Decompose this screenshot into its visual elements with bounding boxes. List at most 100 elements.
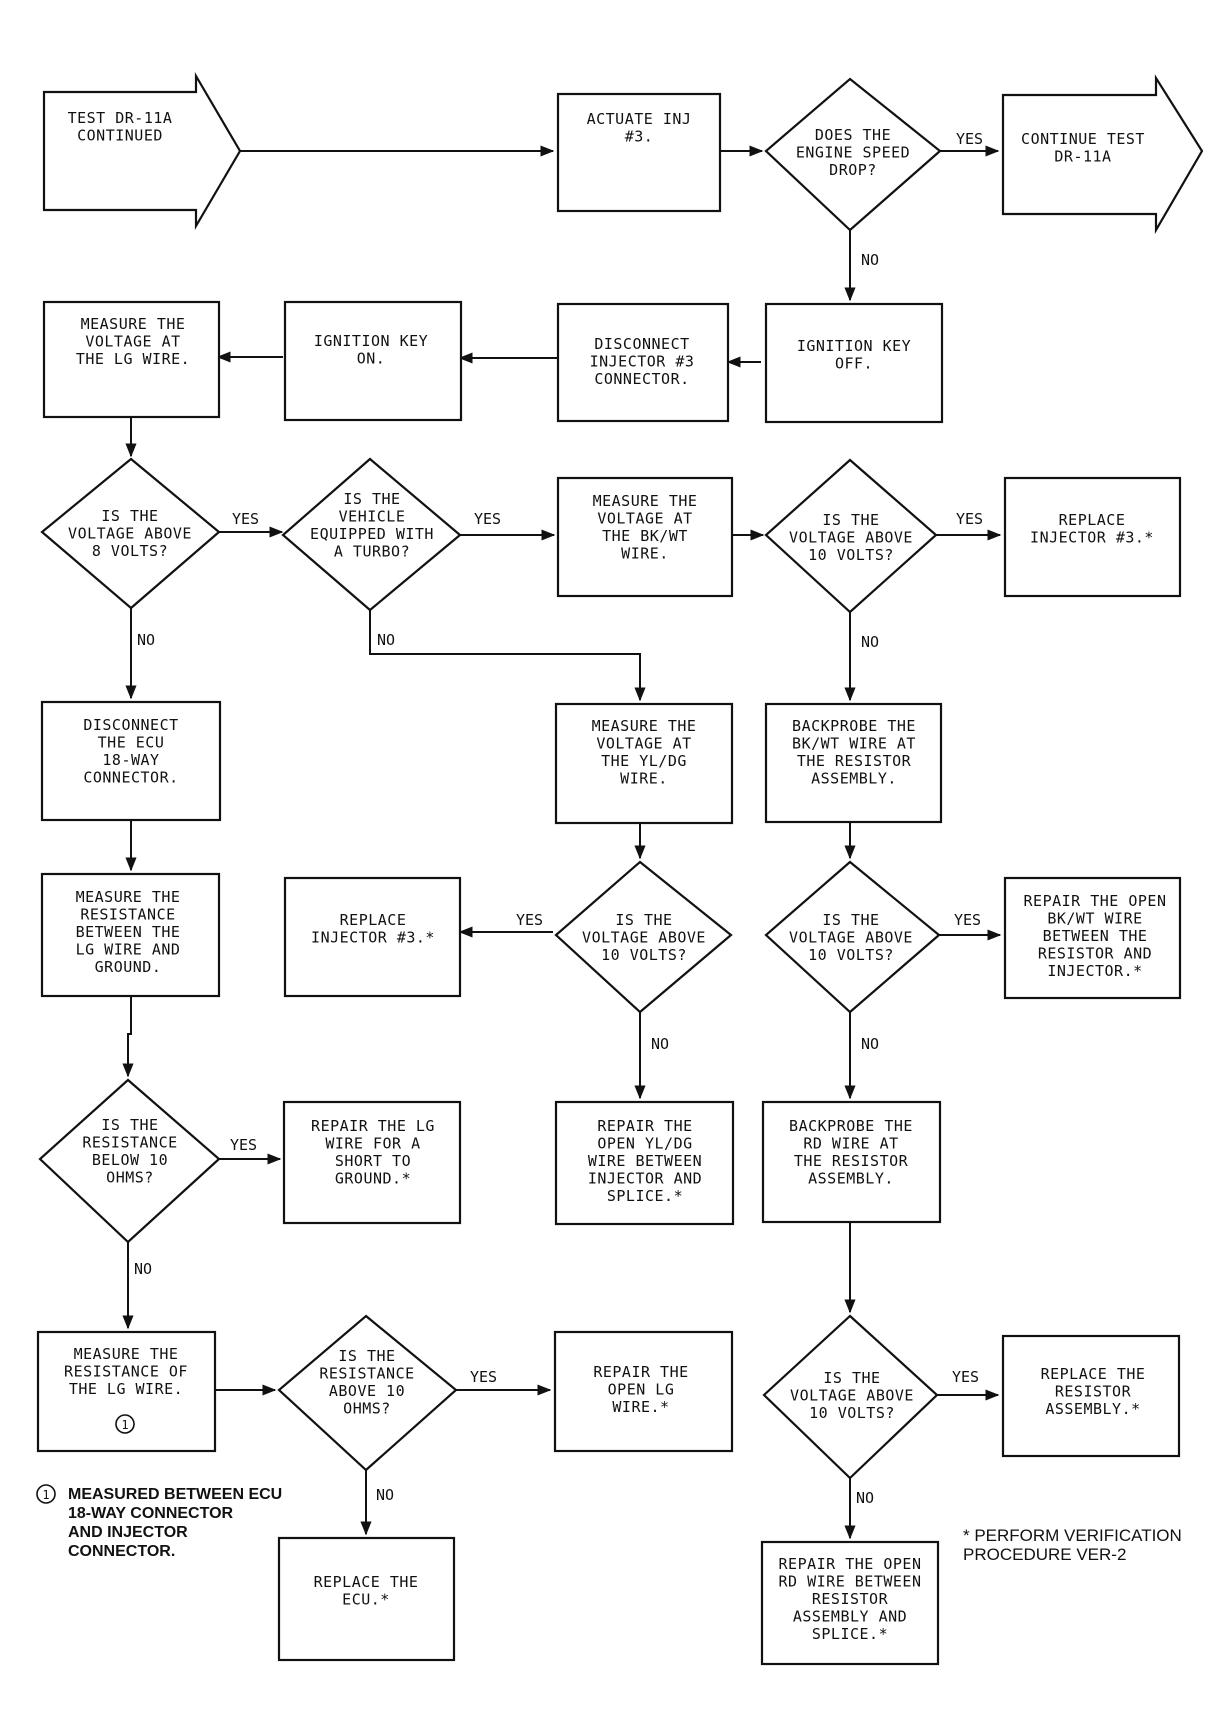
label-line: VOLTAGE ABOVE — [790, 1387, 914, 1405]
edge-labels: YES NO YES YES YES NO NO NO YES YES NO N… — [134, 130, 983, 1507]
label-line: VEHICLE — [339, 508, 406, 526]
repair-open-lg-box — [553, 1330, 734, 1453]
label-line: THE YL/DG — [601, 752, 687, 770]
label-line: BK/WT WIRE — [1047, 910, 1142, 928]
label-line: VOLTAGE ABOVE — [789, 529, 913, 547]
label-line: ACTUATE INJ — [587, 110, 692, 128]
label-line: THE LG WIRE. — [76, 350, 190, 368]
repair-rd-box — [760, 1540, 940, 1666]
label-line: SPLICE.* — [812, 1625, 888, 1643]
label-line: RD WIRE BETWEEN — [779, 1573, 922, 1591]
edge-label-yes: YES — [956, 130, 983, 148]
node-actuate: ACTUATE INJ#3. — [587, 110, 692, 146]
label-line: BELOW 10 — [92, 1151, 168, 1169]
label-line: IS THE — [343, 490, 400, 508]
label-line: LG WIRE AND — [76, 941, 181, 959]
edge-label-no: NO — [861, 1035, 879, 1053]
edge-label-yes: YES — [516, 911, 543, 929]
edge-label-yes: YES — [232, 510, 259, 528]
connectors — [122, 145, 1002, 1540]
label-line: DOES THE — [815, 126, 891, 144]
label-line: VOLTAGE AT — [597, 510, 692, 528]
speed-drop-diamond — [764, 77, 942, 232]
label-line: ECU.* — [342, 1591, 390, 1609]
edge-label-yes: YES — [230, 1136, 257, 1154]
label-line: MEASURE THE — [76, 888, 181, 906]
edge-label-yes: YES — [954, 911, 981, 929]
label-line: REPLACE THE — [314, 1573, 419, 1591]
label-line: A TURBO? — [334, 543, 410, 561]
edge-label-yes: YES — [956, 510, 983, 528]
label-line: VOLTAGE ABOVE — [582, 929, 706, 947]
below10-diamond — [38, 1078, 221, 1244]
footnote-marker-circle — [115, 1414, 135, 1434]
label-line: BETWEEN THE — [1043, 927, 1148, 945]
label-line: REPAIR THE OPEN — [779, 1555, 922, 1573]
label-line: TEST DR-11A — [68, 109, 173, 127]
label-line: RESISTOR AND — [1038, 945, 1152, 963]
label-line: IGNITION KEY — [797, 337, 911, 355]
above10b-diamond — [554, 860, 733, 1014]
footnote-circle — [36, 1484, 56, 1504]
label-line: IS THE — [822, 511, 879, 529]
above10d-diamond — [762, 1314, 939, 1480]
label-line: AND INJECTOR — [68, 1524, 188, 1541]
above10a-diamond — [764, 458, 938, 614]
label-line: IS THE — [101, 507, 158, 525]
label-line: THE ECU — [98, 734, 165, 752]
label-line: OFF. — [835, 355, 873, 373]
edge-label-no: NO — [376, 1486, 394, 1504]
edge-label-yes: YES — [952, 1368, 979, 1386]
label-line: RESISTOR — [1055, 1383, 1132, 1401]
label-line: ABOVE 10 — [329, 1382, 405, 1400]
label-line: WIRE. — [620, 770, 668, 788]
label-line: PROCEDURE VER-2 — [963, 1545, 1126, 1564]
label-line: BK/WT WIRE AT — [792, 735, 916, 753]
label-line: CONNECTOR. — [83, 769, 178, 787]
measure-yl-box — [554, 702, 734, 825]
label-line: BETWEEN THE — [76, 923, 181, 941]
label-line: OPEN LG — [608, 1381, 675, 1399]
label-line: CONNECTOR. — [594, 370, 689, 388]
label-line: IGNITION KEY — [314, 332, 428, 350]
bp-rd-box — [761, 1100, 942, 1224]
label-line: REPLACE THE — [1041, 1365, 1146, 1383]
label-line: OHMS? — [343, 1400, 391, 1418]
footnote-marker-number: 1 — [121, 1418, 128, 1432]
repair-short-box — [282, 1100, 462, 1225]
label-line: DISCONNECT — [594, 335, 689, 353]
replace-res-box — [1001, 1334, 1181, 1458]
label-line: RD WIRE AT — [803, 1135, 898, 1153]
label-line: IS THE — [101, 1116, 158, 1134]
label-line: INJECTOR #3 — [590, 353, 695, 371]
label-line: 18-WAY — [102, 751, 159, 769]
edge-label-no: NO — [137, 631, 155, 649]
label-line: GROUND. — [95, 958, 162, 976]
above10ohm-diamond — [277, 1314, 458, 1472]
label-line: MEASURE THE — [81, 315, 186, 333]
continue-arrow-shape — [1001, 74, 1204, 235]
label-line: 10 VOLTS? — [601, 946, 687, 964]
label-line: VOLTAGE ABOVE — [789, 929, 913, 947]
turbo-diamond — [281, 457, 462, 612]
